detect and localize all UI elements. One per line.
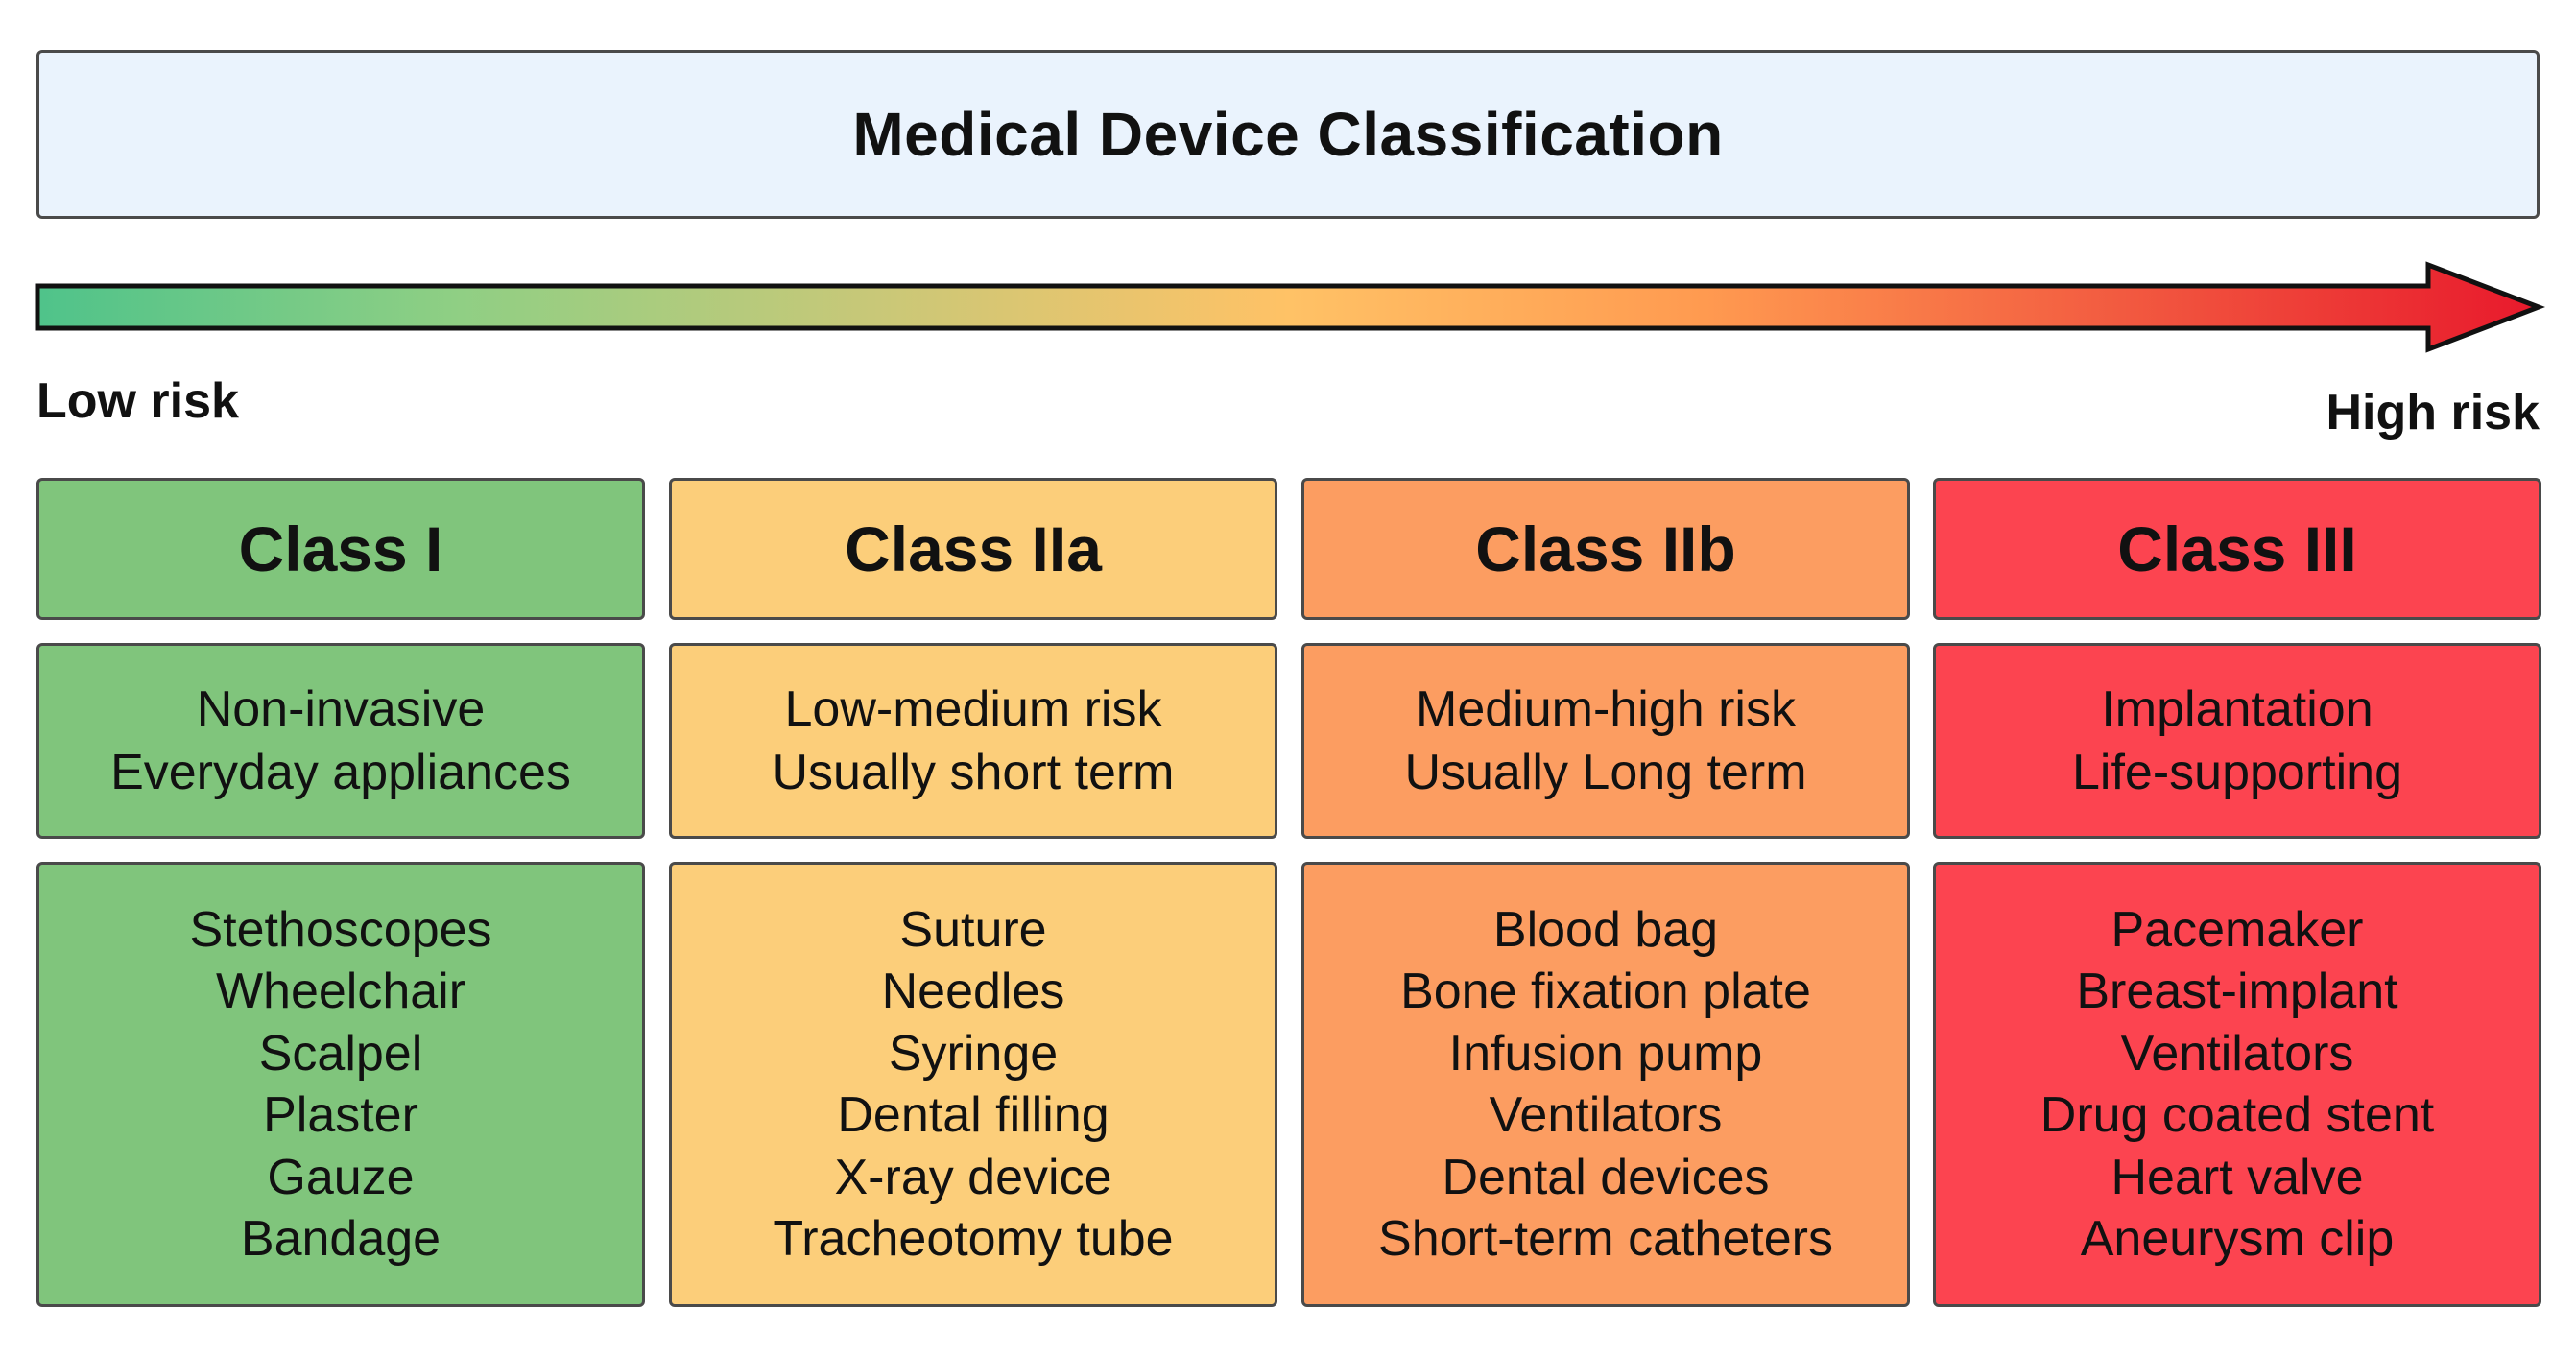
class-name: Class III (2117, 513, 2357, 584)
description-line: Everyday appliances (110, 745, 571, 800)
class-header: Class IIb (1301, 478, 1910, 620)
description-line: Implantation (2101, 681, 2373, 737)
example-item: Wheelchair (215, 963, 466, 1019)
example-item: Heart valve (2111, 1149, 2364, 1205)
class-header: Class III (1933, 478, 2541, 620)
description-line: Non-invasive (196, 681, 486, 737)
example-item: Bandage (240, 1211, 441, 1267)
description-line: Life-supporting (2072, 745, 2402, 800)
example-item: Pacemaker (2111, 901, 2364, 958)
example-item: Dental filling (837, 1087, 1109, 1143)
example-item: Plaster (263, 1087, 418, 1143)
high-risk-label: High risk (2326, 385, 2540, 440)
example-item: Stethoscopes (189, 901, 492, 958)
risk-arrow-icon (35, 261, 2545, 353)
class-name: Class I (238, 513, 443, 584)
example-item: Ventilators (2120, 1025, 2354, 1082)
class-header: Class I (36, 478, 645, 620)
example-item: Syringe (888, 1025, 1059, 1082)
diagram-title: Medical Device Classification (852, 100, 1724, 169)
example-item: Suture (899, 901, 1047, 958)
class-header: Class IIa (669, 478, 1277, 620)
example-item: Scalpel (258, 1025, 423, 1082)
example-item: Drug coated stent (2039, 1087, 2435, 1143)
description-line: Usually Long term (1404, 745, 1807, 800)
example-item: X-ray device (834, 1149, 1112, 1205)
title-box: Medical Device Classification (36, 50, 2540, 219)
class-name: Class IIb (1475, 513, 1736, 584)
description-line: Medium-high risk (1416, 681, 1796, 737)
description-line: Usually short term (772, 745, 1175, 800)
example-item: Ventilators (1489, 1087, 1723, 1143)
low-risk-label: Low risk (36, 373, 239, 429)
example-item: Infusion pump (1448, 1025, 1763, 1082)
class-name: Class IIa (845, 513, 1102, 584)
description-line: Low-medium risk (784, 681, 1162, 737)
example-item: Gauze (267, 1149, 415, 1205)
example-item: Blood bag (1492, 901, 1719, 958)
example-item: Tracheotomy tube (773, 1211, 1174, 1267)
example-item: Short-term catheters (1378, 1211, 1833, 1267)
example-item: Aneurysm clip (2080, 1211, 2395, 1267)
example-item: Bone fixation plate (1400, 963, 1811, 1019)
example-item: Dental devices (1442, 1149, 1770, 1205)
example-item: Needles (881, 963, 1065, 1019)
example-item: Breast-implant (2076, 963, 2398, 1019)
